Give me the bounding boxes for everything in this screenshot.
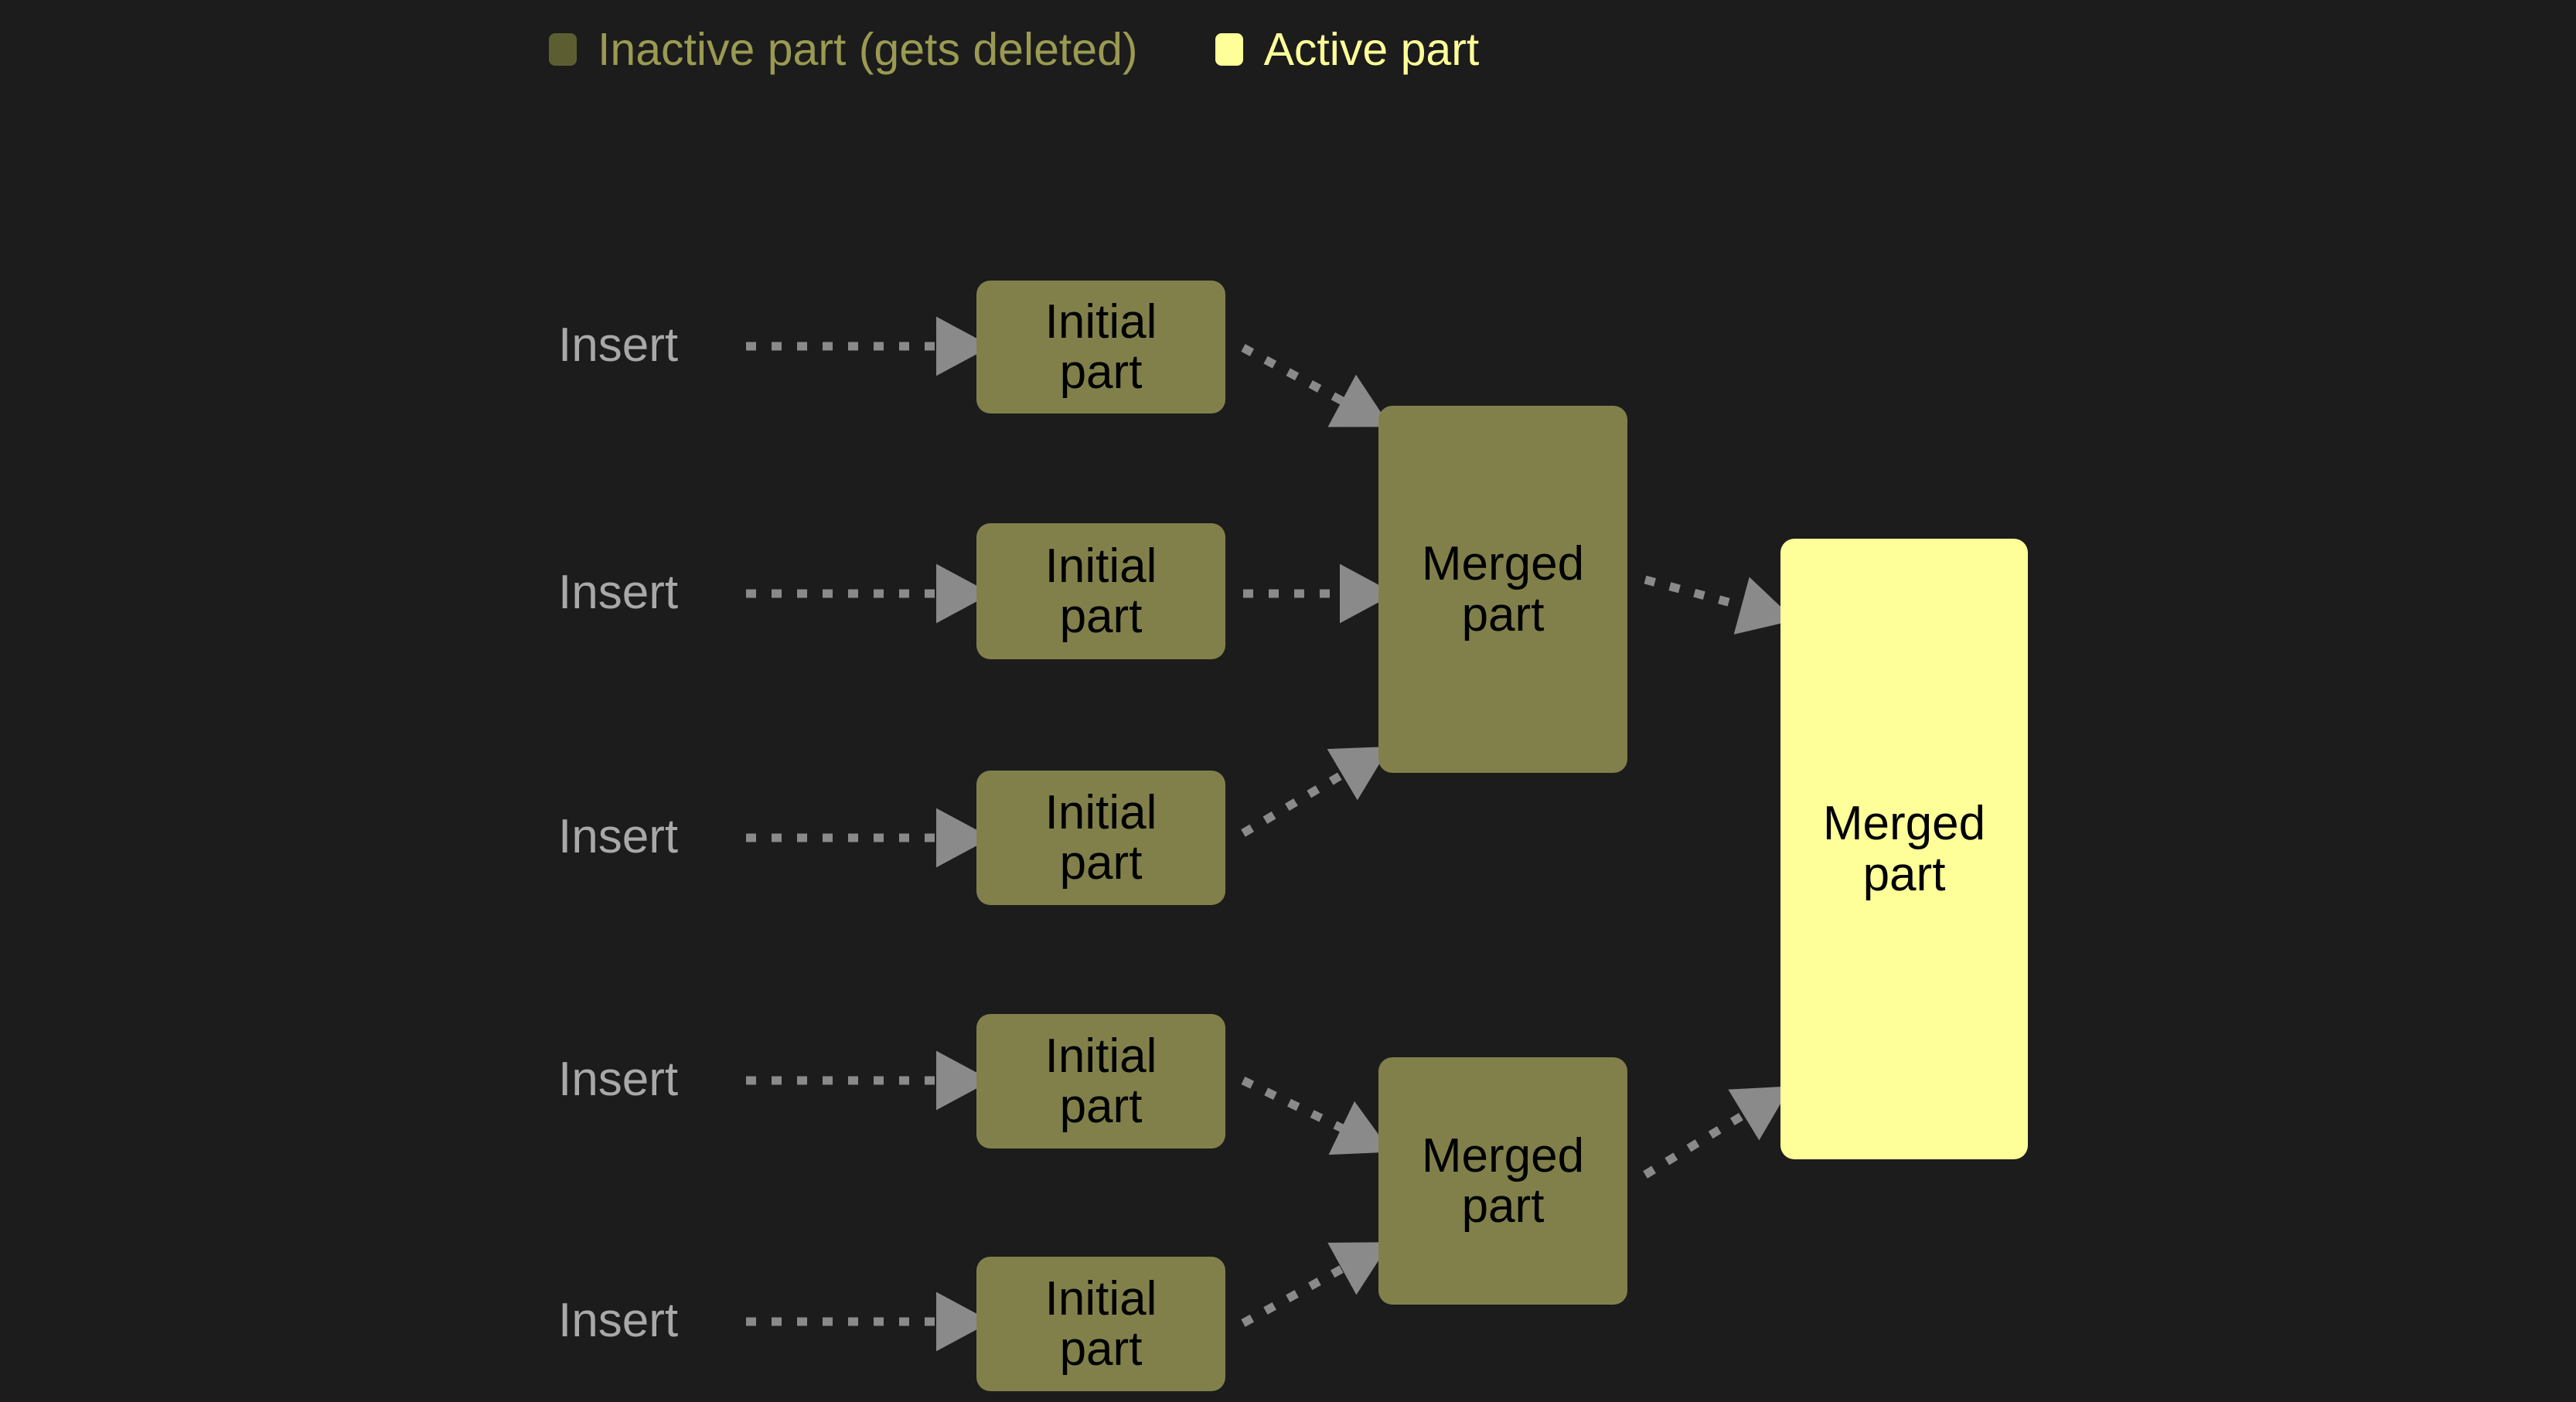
arrow-initial5-to-merged-bottom (1241, 1242, 1391, 1327)
arrow-initial4-to-merged-bottom (1241, 1077, 1392, 1155)
node-initial-part-5-line1: Initial (1044, 1271, 1157, 1325)
node-merged-part-top[interactable]: Merged part (1378, 406, 1627, 773)
node-initial-part-5-line2: part (1059, 1322, 1143, 1376)
insert-label-2: Insert (558, 566, 679, 619)
node-merged-part-bottom-line1: Merged (1421, 1128, 1585, 1183)
node-merged-part-active[interactable]: Merged part (1780, 539, 2028, 1159)
node-initial-part-4-line2: part (1059, 1080, 1143, 1133)
node-initial-part-3-line1: Initial (1044, 785, 1157, 839)
legend-swatch-active-icon (1215, 33, 1243, 66)
node-initial-part-3[interactable]: Initial part (976, 771, 1225, 905)
node-initial-part-2-line1: Initial (1044, 539, 1157, 593)
node-initial-part-1-line1: Initial (1044, 294, 1157, 349)
legend-item-active: Active part (1215, 23, 1480, 75)
node-merged-part-bottom[interactable]: Merged part (1378, 1057, 1627, 1305)
legend: Inactive part (gets deleted) Active part (549, 26, 1479, 73)
legend-item-inactive: Inactive part (gets deleted) (549, 23, 1138, 75)
node-merged-part-active-line2: part (1862, 847, 1946, 901)
arrow-merged-top-to-active (1644, 575, 1795, 635)
node-merged-part-bottom-line2: part (1461, 1179, 1545, 1233)
node-initial-part-4[interactable]: Initial part (976, 1014, 1225, 1148)
node-merged-part-top-line1: Merged (1421, 537, 1585, 591)
node-initial-part-3-line2: part (1059, 836, 1143, 890)
node-initial-part-2[interactable]: Initial part (976, 523, 1225, 659)
legend-swatch-inactive-icon (549, 33, 577, 66)
legend-label-inactive: Inactive part (gets deleted) (598, 23, 1138, 75)
node-initial-part-1-line2: part (1059, 345, 1143, 399)
arrow-initial1-to-merged-top (1241, 344, 1391, 427)
arrow-merged-bottom-to-active (1643, 1086, 1791, 1179)
node-initial-part-5[interactable]: Initial part (976, 1257, 1225, 1391)
node-initial-part-1[interactable]: Initial part (976, 281, 1225, 413)
node-initial-part-4-line1: Initial (1044, 1029, 1157, 1083)
node-merged-part-top-line2: part (1461, 587, 1545, 641)
node-merged-part-active-line1: Merged (1822, 797, 1986, 851)
arrow-initial3-to-merged-top (1241, 746, 1390, 837)
insert-label-5: Insert (558, 1294, 679, 1347)
insert-label-3: Insert (558, 810, 679, 863)
legend-label-active: Active part (1263, 23, 1480, 75)
insert-label-1: Insert (558, 318, 679, 372)
node-initial-part-2-line2: part (1059, 590, 1143, 643)
insert-label-4: Insert (558, 1053, 679, 1106)
